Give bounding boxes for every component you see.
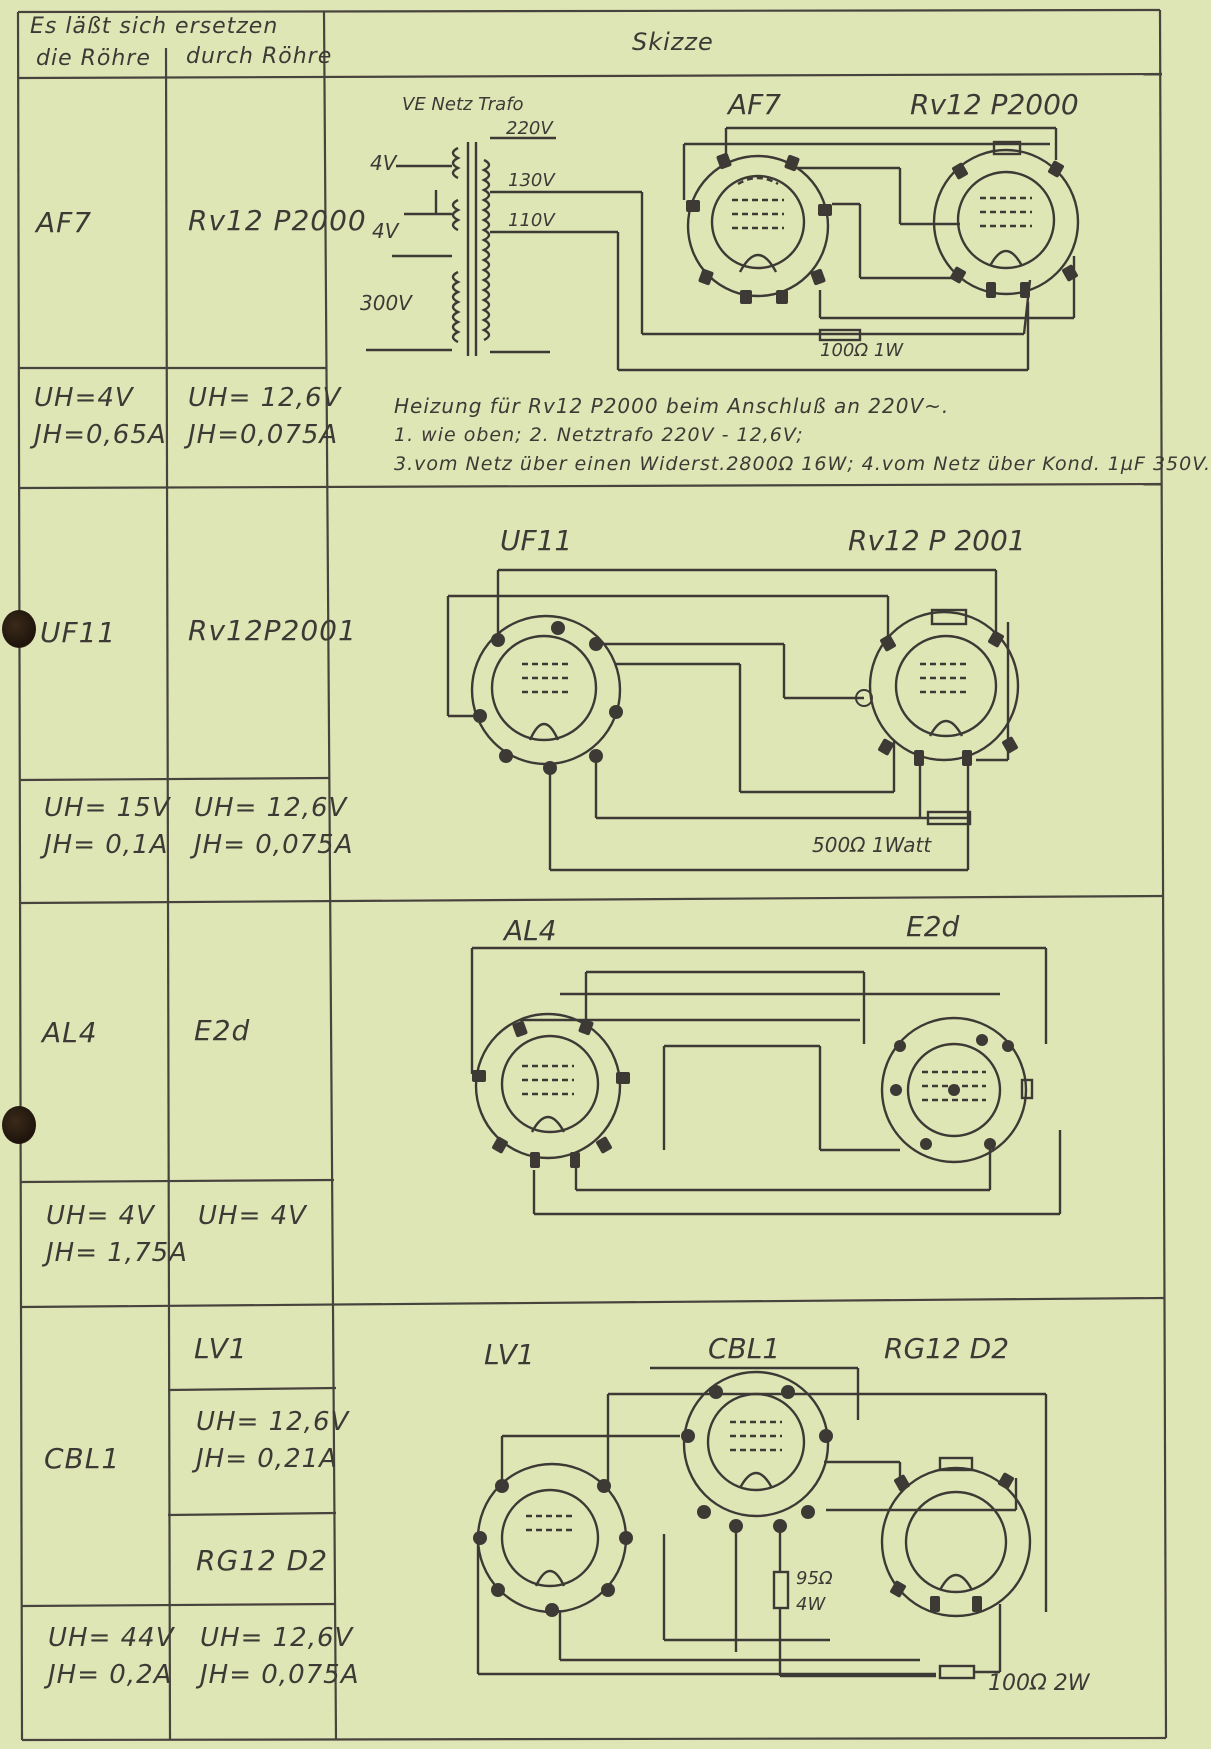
row4-replacement-specs: UH= 12,6V JH= 0,075A bbox=[200, 1623, 360, 1690]
row3-tube: AL4 bbox=[42, 1016, 98, 1049]
row4-lv1-specs: UH= 12,6V JH= 0,21A bbox=[196, 1407, 350, 1474]
row4-tube-specs: UH= 44V JH= 0,2A bbox=[48, 1623, 175, 1690]
row3-replacement: E2d bbox=[194, 1014, 251, 1047]
row2-replacement-specs: UH= 12,6V JH= 0,075A bbox=[194, 793, 354, 860]
header-replacement-label: durch Röhre bbox=[186, 44, 333, 69]
row3-replacement-specs: UH= 4V bbox=[198, 1201, 307, 1231]
row1-replacement-specs: UH= 12,6V JH=0,075A bbox=[188, 383, 342, 450]
table-grid bbox=[16, 8, 1168, 1742]
row2-tube-specs: UH= 15V JH= 0,1A bbox=[44, 793, 171, 860]
row1-tube-specs: UH=4V JH=0,65A bbox=[34, 383, 167, 450]
row3-tube-specs: UH= 4V JH= 1,75A bbox=[46, 1201, 188, 1268]
row4-replacement-rg12d2: RG12 D2 bbox=[196, 1544, 329, 1577]
row4-tube: CBL1 bbox=[44, 1442, 121, 1475]
punch-hole-lower bbox=[2, 1106, 36, 1144]
row1-tube: AF7 bbox=[36, 206, 93, 239]
header-tube-label: die Röhre bbox=[36, 46, 151, 71]
header-replace-label: Es läßt sich ersetzen bbox=[30, 14, 279, 39]
row2-tube: UF11 bbox=[40, 616, 117, 649]
heating-notes: Heizung für Rv12 P2000 beim Anschluß an … bbox=[394, 394, 1211, 475]
row1-replacement: Rv12 P2000 bbox=[188, 204, 367, 237]
header-sketch-label: Skizze bbox=[632, 28, 714, 56]
row2-replacement: Rv12P2001 bbox=[188, 614, 357, 647]
punch-hole-upper bbox=[2, 610, 36, 648]
row4-replacement-lv1: LV1 bbox=[194, 1332, 248, 1365]
datasheet-page: Es läßt sich ersetzen die Röhre durch Rö… bbox=[2, 8, 1210, 1742]
